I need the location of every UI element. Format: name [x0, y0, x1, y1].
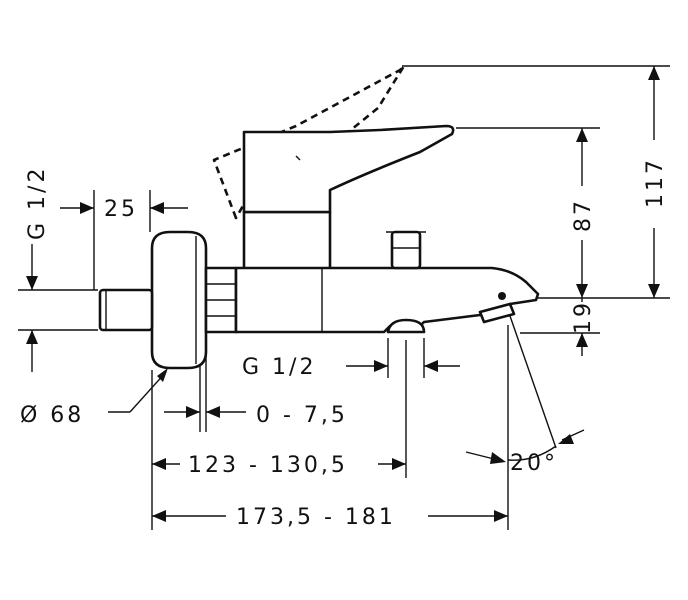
dim-height-19: 19: [571, 298, 596, 356]
dim-height-87: 87: [571, 128, 596, 298]
dim-label-25: 25: [104, 197, 138, 222]
inlet-connector: [98, 288, 154, 332]
diverter-knob: [390, 230, 422, 270]
faucet-body: [98, 64, 540, 370]
dim-thread-side: G 1/2: [25, 166, 50, 372]
bottom-outlet: [386, 318, 426, 334]
dim-label-thread-bottom: G 1/2: [242, 355, 316, 380]
dim-label-overall-length: 173,5 - 181: [236, 505, 396, 530]
cartridge-housing: [242, 210, 332, 272]
dim-label-19: 19: [571, 300, 596, 334]
dim-label-rosette-diameter: Ø 68: [20, 403, 84, 428]
dim-outlet-distance: 123 - 130,5: [152, 453, 406, 478]
dim-label-20-degree: 20°: [510, 451, 558, 476]
dim-label-adjust-range: 0 - 7,5: [256, 403, 348, 428]
aerator: [478, 302, 516, 324]
dim-overall-length: 173,5 - 181: [152, 505, 508, 530]
dim-label-thread-side: G 1/2: [25, 166, 50, 240]
lever-closed-position: [242, 124, 455, 214]
mixer-body-spout: [234, 266, 540, 334]
dim-rosette-diameter: Ø 68: [20, 368, 168, 428]
wall-rosette: [150, 230, 208, 370]
dim-height-117: 117: [643, 66, 668, 298]
dim-label-117: 117: [643, 157, 668, 208]
dim-adjust-range: 0 - 7,5: [164, 403, 348, 428]
dim-spout-angle: 20°: [465, 315, 585, 476]
dim-25: 25: [60, 197, 188, 222]
dim-thread-bottom: G 1/2: [242, 338, 460, 380]
dim-label-outlet-distance: 123 - 130,5: [188, 453, 348, 478]
dim-label-87: 87: [571, 198, 596, 232]
